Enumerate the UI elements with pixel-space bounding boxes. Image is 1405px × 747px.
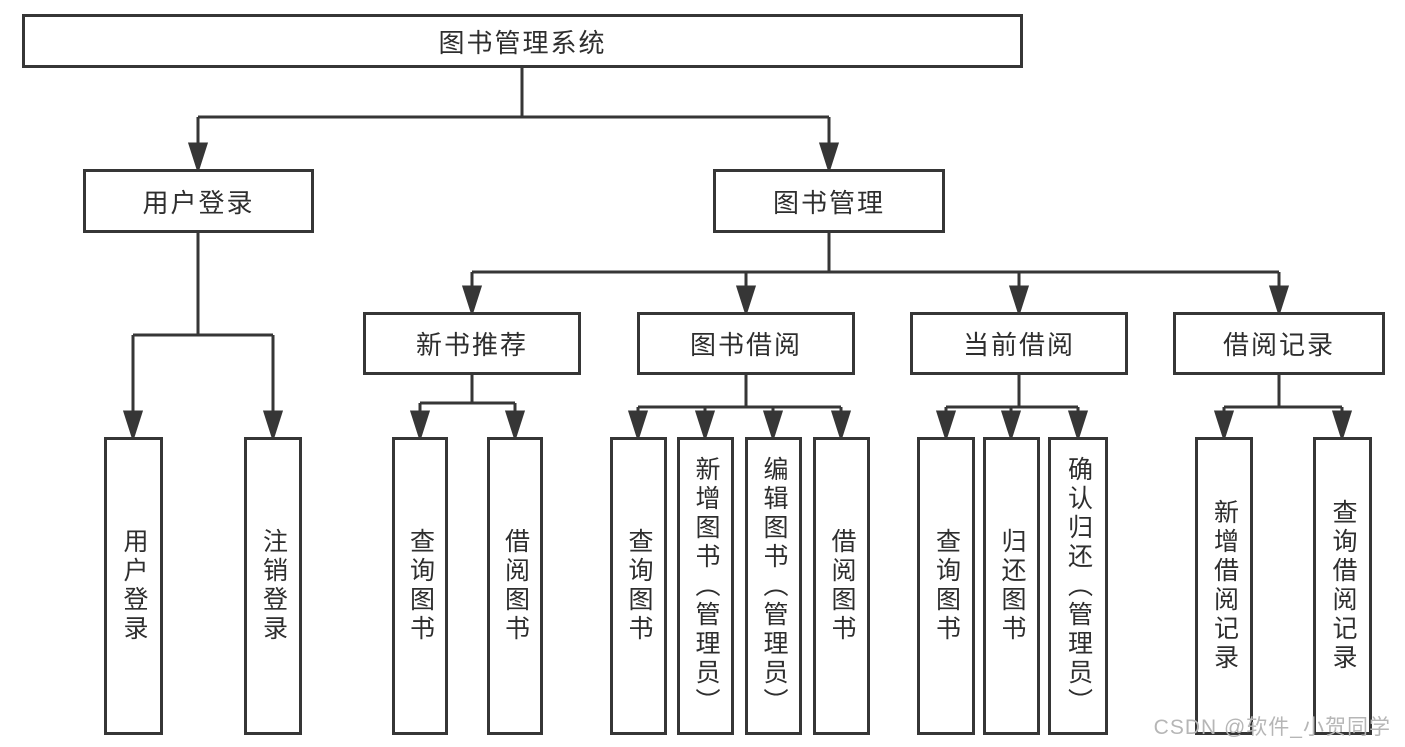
leaf-label: 新增图书（管理员） bbox=[692, 455, 720, 717]
arrow-down-icon bbox=[461, 285, 483, 317]
arrow-down-icon bbox=[694, 410, 716, 442]
arrow-down-icon bbox=[830, 410, 852, 442]
leaf-label: 查询图书 bbox=[406, 528, 435, 644]
arrow-down-icon bbox=[187, 142, 209, 174]
leaf-label: 查询图书 bbox=[932, 528, 961, 644]
node-current-borrow: 当前借阅 bbox=[910, 312, 1128, 375]
connector-new-book-rec-children bbox=[409, 375, 526, 442]
arrow-down-icon bbox=[735, 285, 757, 317]
arrow-down-icon bbox=[122, 410, 144, 442]
leaf-recommend-query-books: 查询图书 bbox=[392, 437, 448, 735]
arrow-down-icon bbox=[935, 410, 957, 442]
leaf-label: 归还图书 bbox=[998, 528, 1026, 644]
connector-current-borrow-children bbox=[935, 375, 1089, 442]
leaf-label: 查询图书 bbox=[625, 528, 653, 644]
node-user-login: 用户登录 bbox=[83, 169, 314, 233]
connector-book-borrow-children bbox=[627, 375, 852, 442]
node-book-management: 图书管理 bbox=[713, 169, 945, 233]
arrow-down-icon bbox=[1067, 410, 1089, 442]
leaf-label: 用户登录 bbox=[120, 528, 148, 644]
leaf-label: 查询借阅记录 bbox=[1329, 499, 1357, 673]
arrow-down-icon bbox=[627, 410, 649, 442]
leaf-user-login: 用户登录 bbox=[104, 437, 163, 735]
connector-root-to-level2 bbox=[187, 68, 840, 174]
leaf-label: 新增借阅记录 bbox=[1210, 499, 1239, 673]
connector-user-login-children bbox=[122, 233, 284, 442]
leaf-label: 编辑图书（管理员） bbox=[760, 455, 788, 717]
leaf-label: 确认归还（管理员） bbox=[1064, 455, 1093, 717]
leaf-add-borrow-record: 新增借阅记录 bbox=[1195, 437, 1253, 735]
arrow-down-icon bbox=[1268, 285, 1290, 317]
leaf-logout: 注销登录 bbox=[244, 437, 302, 735]
node-new-book-recommend: 新书推荐 bbox=[363, 312, 581, 375]
arrow-down-icon bbox=[504, 410, 526, 442]
leaf-current-query-books: 查询图书 bbox=[917, 437, 975, 735]
leaf-return-books: 归还图书 bbox=[983, 437, 1040, 735]
arrow-down-icon bbox=[1331, 410, 1353, 442]
csdn-watermark: CSDN @软件_小贺同学 bbox=[1153, 716, 1391, 739]
leaf-label: 借阅图书 bbox=[501, 528, 530, 644]
leaf-label: 借阅图书 bbox=[828, 528, 856, 644]
connector-borrow-record-children bbox=[1213, 375, 1353, 442]
arrow-down-icon bbox=[262, 410, 284, 442]
arrow-down-icon bbox=[1213, 410, 1235, 442]
connector-book-mgmt-children bbox=[461, 233, 1290, 317]
leaf-add-books-admin: 新增图书（管理员） bbox=[677, 437, 734, 735]
node-book-borrow: 图书借阅 bbox=[637, 312, 855, 375]
node-root-system: 图书管理系统 bbox=[22, 14, 1023, 68]
arrow-down-icon bbox=[818, 142, 840, 174]
arrow-down-icon bbox=[409, 410, 431, 442]
leaf-recommend-borrow-books: 借阅图书 bbox=[487, 437, 543, 735]
leaf-borrow-query-books: 查询图书 bbox=[610, 437, 667, 735]
leaf-query-borrow-record: 查询借阅记录 bbox=[1313, 437, 1372, 735]
leaf-edit-books-admin: 编辑图书（管理员） bbox=[745, 437, 802, 735]
leaf-label: 注销登录 bbox=[259, 528, 288, 644]
arrow-down-icon bbox=[762, 410, 784, 442]
leaf-confirm-return-admin: 确认归还（管理员） bbox=[1048, 437, 1108, 735]
node-borrow-record: 借阅记录 bbox=[1173, 312, 1385, 375]
arrow-down-icon bbox=[1000, 410, 1022, 442]
arrow-down-icon bbox=[1008, 285, 1030, 317]
leaf-borrow-books: 借阅图书 bbox=[813, 437, 870, 735]
